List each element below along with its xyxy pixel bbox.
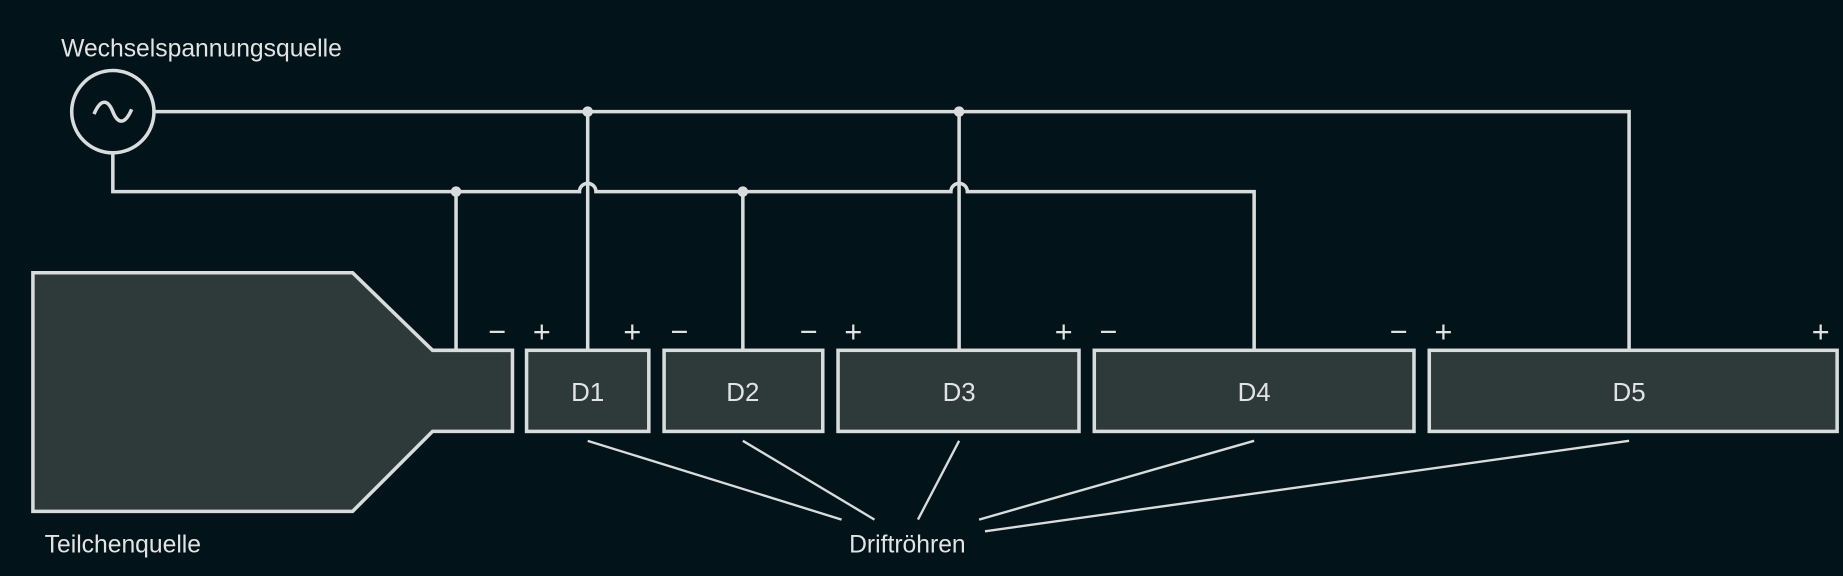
- junction: [582, 106, 593, 117]
- wire-top: [153, 109, 1631, 351]
- junction: [450, 186, 462, 197]
- ac-source-icon: [69, 68, 156, 155]
- svg-text:D2: D2: [726, 379, 759, 407]
- particle-source: [31, 270, 515, 514]
- drift-tube-d1: D1: [524, 348, 651, 434]
- sign-plus: +: [1055, 315, 1073, 349]
- sign-minus: −: [800, 315, 818, 349]
- drift-tube-d3: D3: [836, 348, 1081, 434]
- leader-lines: [587, 439, 1630, 533]
- sign-plus: +: [1812, 315, 1830, 349]
- svg-text:D1: D1: [571, 379, 604, 407]
- sign-plus: +: [1434, 315, 1452, 349]
- junction: [737, 186, 749, 197]
- sign-minus: −: [1099, 315, 1117, 349]
- drift-tube-d4: D4: [1092, 348, 1416, 434]
- wires: [111, 106, 1631, 351]
- svg-text:D3: D3: [943, 379, 976, 407]
- drift-tubes-label: Driftröhren: [849, 531, 966, 558]
- sign-plus: +: [844, 315, 862, 349]
- drift-tube-d5: D5: [1427, 348, 1839, 434]
- sign-minus: −: [488, 315, 506, 349]
- sign-minus: −: [670, 315, 688, 349]
- sign-plus: +: [623, 315, 641, 349]
- wire-bottom: [111, 152, 1256, 351]
- polarity-signs: − + + − − + + − − + +: [488, 315, 1829, 349]
- drift-tube-d2: D2: [662, 348, 825, 434]
- svg-text:D4: D4: [1238, 379, 1271, 407]
- svg-text:D5: D5: [1613, 379, 1646, 407]
- ac-source-label: Wechselspannungsquelle: [61, 35, 342, 62]
- particle-source-label: Teilchenquelle: [45, 531, 201, 558]
- sign-minus: −: [1390, 315, 1408, 349]
- junction: [953, 106, 965, 117]
- sign-plus: +: [533, 315, 551, 349]
